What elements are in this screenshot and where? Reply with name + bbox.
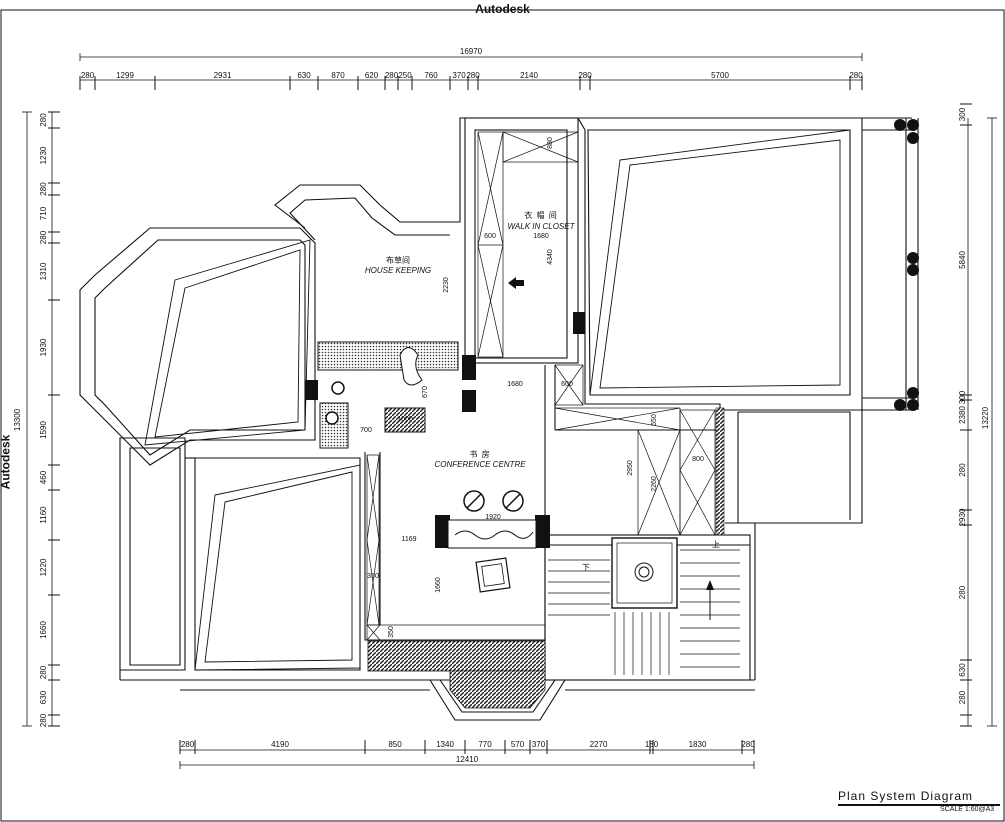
dimension-value: 1920 xyxy=(485,514,501,521)
dimension-value: 280 xyxy=(39,230,48,244)
dimension-value: 280 xyxy=(578,71,592,80)
dimension-value: 620 xyxy=(365,71,379,80)
dimension-value: 12410 xyxy=(456,755,479,764)
dimension-value: 1310 xyxy=(39,262,48,280)
dimension-value: 710 xyxy=(39,206,48,220)
structural-fills xyxy=(305,277,725,709)
dimension-value: 280 xyxy=(39,713,48,727)
dimension-value: 280 xyxy=(958,463,967,477)
walls xyxy=(79,117,919,721)
dimension-value: 2260 xyxy=(651,476,658,492)
dimension-value: 670 xyxy=(422,386,429,398)
dimension-value: 280 xyxy=(958,690,967,704)
stair-up-label: 上 xyxy=(712,540,720,549)
conference-cn: 书 房 xyxy=(469,449,490,459)
dimension-value: 1340 xyxy=(436,740,454,749)
dimension-value: 13220 xyxy=(981,406,990,429)
dimension-value: 570 xyxy=(511,740,525,749)
dimension-value: 180 xyxy=(645,740,659,749)
dimension-value: 880 xyxy=(547,137,554,149)
dimension-value: 1930 xyxy=(39,338,48,356)
dimension-value: 5700 xyxy=(711,71,729,80)
stair-treads xyxy=(548,549,740,675)
dimension-value: 630 xyxy=(297,71,311,80)
dimension-value: 370 xyxy=(452,71,466,80)
dimension-value: 280 xyxy=(466,71,480,80)
dimension-value: 280 xyxy=(385,71,399,80)
dimension-value: 13300 xyxy=(13,408,22,431)
dimension-value: 2380 xyxy=(958,406,967,424)
dimension-value: 1830 xyxy=(689,740,707,749)
dimension-lines xyxy=(22,53,997,769)
housekeeping-en: HOUSE KEEPING xyxy=(365,266,431,275)
dimension-value: 280 xyxy=(181,740,195,749)
dimension-value: 1590 xyxy=(39,421,48,439)
dimension-value: 1660 xyxy=(435,577,442,593)
inner-dimension-labels: 600 1680 4340 880 2230 670 1680 600 1000 700 550 80… xyxy=(360,137,704,638)
dimension-value: 2930 xyxy=(958,508,967,526)
dimension-value: 630 xyxy=(39,690,48,704)
dimension-value: 4190 xyxy=(271,740,289,749)
dimension-value: 280 xyxy=(81,71,95,80)
caption-underline xyxy=(838,804,1000,806)
dimension-value: 1220 xyxy=(39,558,48,576)
dimension-value: 250 xyxy=(398,71,412,80)
sheet-border xyxy=(0,9,1005,822)
dimension-value: 2270 xyxy=(590,740,608,749)
dimension-value: 280 xyxy=(741,740,755,749)
closet-en: WALK IN CLOSET xyxy=(508,222,576,231)
dimension-value: 2140 xyxy=(520,71,538,80)
dimension-value: 280 xyxy=(39,182,48,196)
dimension-value: 870 xyxy=(331,71,345,80)
dimension-value: 4340 xyxy=(547,249,554,265)
conference-en: CONFERENCE CENTRE xyxy=(434,460,526,469)
dimension-value: 700 xyxy=(360,427,372,434)
dimension-value: 2931 xyxy=(214,71,232,80)
diagram-caption: Plan System Diagram xyxy=(838,789,974,803)
bed-outlines xyxy=(144,129,851,671)
closet-shelving xyxy=(366,131,716,641)
dimension-value: 1000 xyxy=(397,416,413,423)
dimension-value: 600 xyxy=(561,381,573,388)
window-columns xyxy=(894,119,919,411)
dimension-value: 1160 xyxy=(39,506,48,524)
dimension-value: 550 xyxy=(651,414,658,426)
dimension-value: 1680 xyxy=(507,381,523,388)
dimension-value: 850 xyxy=(388,740,402,749)
dimension-value: 1299 xyxy=(116,71,134,80)
dimension-value: 1680 xyxy=(533,233,549,240)
room-labels: 布草间 HOUSE KEEPING 衣 帽 间 WALK IN CLOSET 书… xyxy=(365,210,720,572)
dimension-value: 280 xyxy=(39,665,48,679)
dimension-value: 300 xyxy=(958,390,967,404)
brand-top-label: Autodesk xyxy=(475,2,530,16)
dimension-value: 600 xyxy=(484,233,496,240)
dimension-value: 800 xyxy=(692,456,704,463)
closet-cn: 衣 帽 间 xyxy=(524,210,557,220)
dimension-value: 370 xyxy=(532,740,546,749)
dimension-value: 280 xyxy=(39,113,48,127)
dimension-value: 770 xyxy=(478,740,492,749)
dimension-value: 2950 xyxy=(627,460,634,476)
dimension-value: 5840 xyxy=(958,251,967,269)
dimension-value: 1230 xyxy=(39,146,48,164)
housekeeping-cn: 布草间 xyxy=(386,255,410,265)
dimension-value: 1169 xyxy=(401,536,416,543)
stair-down-label: 下 xyxy=(582,563,590,572)
scale-label: SCALE 1:60@A3 xyxy=(940,806,995,813)
dimension-value: 1660 xyxy=(39,621,48,639)
dimension-value: 630 xyxy=(958,663,967,677)
dimension-value: 280 xyxy=(849,71,863,80)
dimension-value: 350 xyxy=(388,626,395,638)
dimension-value: 460 xyxy=(39,470,48,484)
dimension-ticks xyxy=(48,76,972,754)
dimension-value: 300 xyxy=(958,107,967,121)
dimension-value: 16970 xyxy=(460,47,483,56)
dimension-value: 2230 xyxy=(443,277,450,293)
dimension-value: 350 xyxy=(367,573,379,580)
dimension-value: 280 xyxy=(958,585,967,599)
dimension-value: 760 xyxy=(424,71,438,80)
